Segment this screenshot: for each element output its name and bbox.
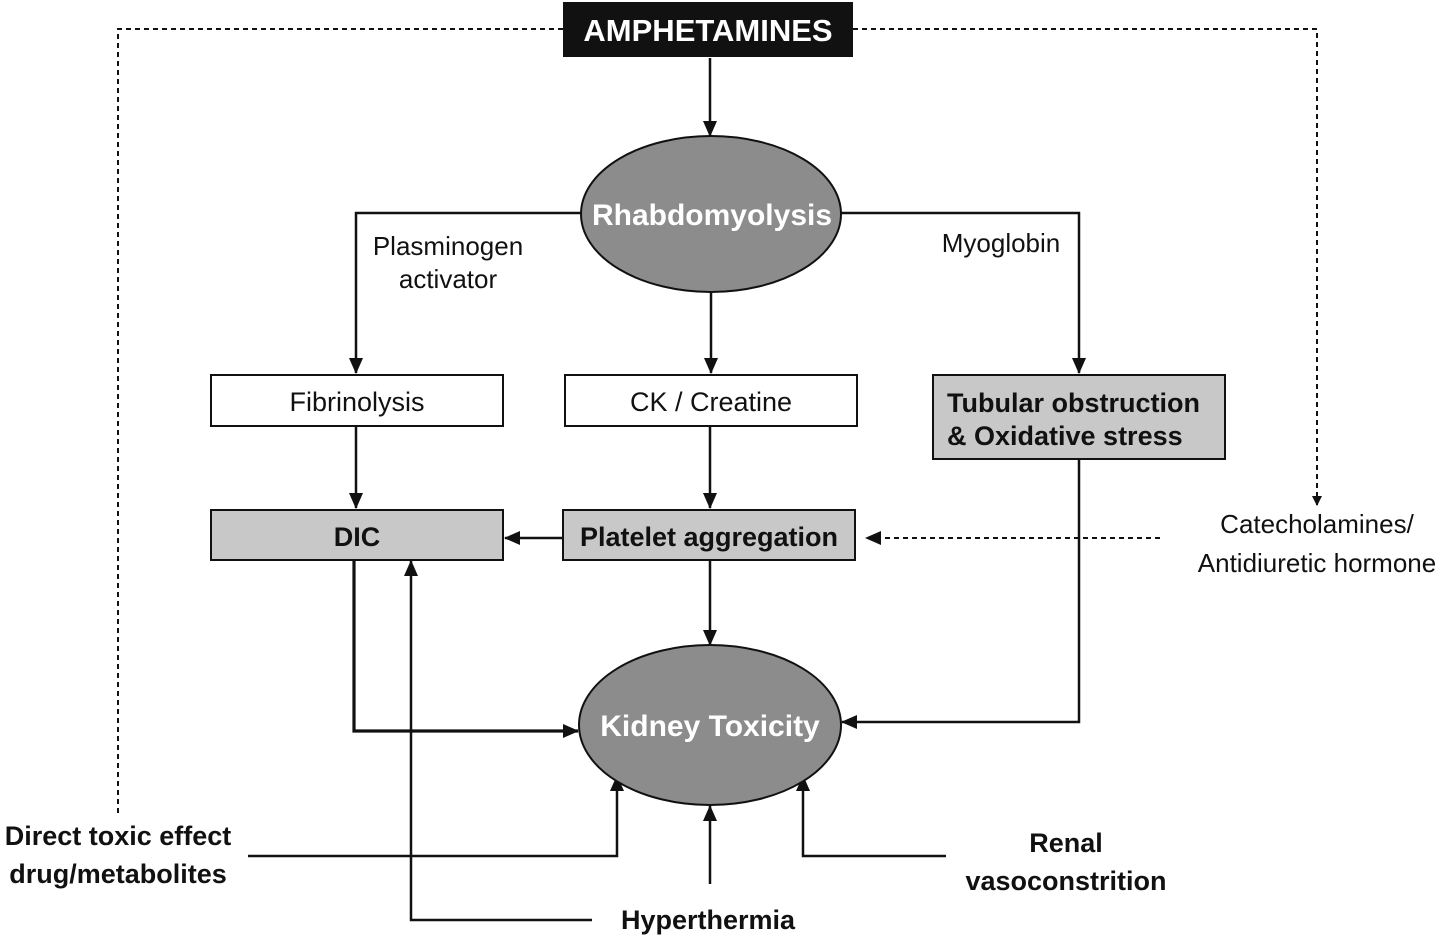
node-fibrinolysis: Fibrinolysis bbox=[210, 374, 504, 427]
ck-creatine-label: CK / Creatine bbox=[630, 387, 792, 417]
node-platelet: Platelet aggregation bbox=[562, 509, 856, 561]
ck-creatine-box bbox=[564, 374, 858, 427]
rhabdomyolysis-label: Rhabdomyolysis bbox=[592, 199, 832, 232]
dic-label: DIC bbox=[334, 522, 381, 552]
rhabdomyolysis-oval bbox=[580, 135, 842, 293]
fibrinolysis-label: Fibrinolysis bbox=[289, 387, 424, 417]
kidney-oval bbox=[578, 644, 842, 806]
plasminogen-label-line1: Plasminogen bbox=[373, 231, 523, 261]
platelet-box bbox=[562, 509, 856, 561]
edge-direct-toxic-kidney bbox=[248, 775, 624, 858]
kidney-label: Kidney Toxicity bbox=[600, 710, 820, 743]
tubular-box bbox=[932, 374, 1226, 460]
edge-amphetamines-direct-toxic bbox=[117, 28, 563, 815]
edge-tubular-kidney bbox=[841, 460, 1081, 729]
edge-rhabdomyolysis-fibrinolysis bbox=[349, 211, 582, 374]
amphetamines-box bbox=[563, 2, 853, 57]
myoglobin-label: Myoglobin bbox=[942, 228, 1061, 258]
amphetamines-label: AMPHETAMINES bbox=[583, 13, 832, 48]
node-dic: DIC bbox=[210, 509, 504, 561]
tubular-label-line2: & Oxidative stress bbox=[947, 421, 1183, 451]
edge-hyperthermia-dic bbox=[404, 560, 592, 922]
node-rhabdomyolysis: Rhabdomyolysis bbox=[580, 135, 842, 293]
node-ck-creatine: CK / Creatine bbox=[564, 374, 858, 427]
catecholamines-label-line1: Catecholamines/ bbox=[1220, 509, 1414, 539]
renal-label-line1: Renal bbox=[1029, 828, 1103, 858]
fibrinolysis-box bbox=[210, 374, 504, 427]
tubular-label-line1: Tubular obstruction bbox=[947, 388, 1200, 418]
direct-toxic-label-line1: Direct toxic effect bbox=[5, 821, 232, 851]
node-amphetamines: AMPHETAMINES bbox=[563, 2, 853, 57]
node-kidney: Kidney Toxicity bbox=[578, 644, 842, 806]
edge-rhabdomyolysis-tubular bbox=[840, 211, 1086, 374]
edge-amphetamines-catecholamines bbox=[853, 28, 1322, 506]
edge-renal-kidney bbox=[796, 775, 946, 858]
dic-box bbox=[210, 509, 504, 561]
platelet-label: Platelet aggregation bbox=[580, 522, 838, 552]
plasminogen-label-line2: activator bbox=[399, 264, 498, 294]
direct-toxic-label-line2: drug/metabolites bbox=[9, 859, 227, 889]
hyperthermia-label: Hyperthermia bbox=[621, 905, 796, 935]
renal-label-line2: vasoconstrition bbox=[965, 866, 1166, 896]
catecholamines-label-line2: Antidiuretic hormone bbox=[1198, 548, 1436, 578]
node-tubular: Tubular obstruction & Oxidative stress bbox=[932, 374, 1226, 460]
edge-dic-kidney bbox=[352, 561, 579, 738]
